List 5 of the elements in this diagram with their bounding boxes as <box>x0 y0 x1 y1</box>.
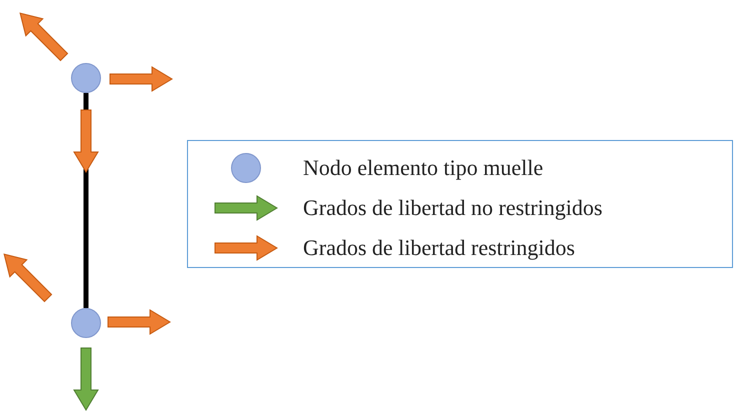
legend-text: Grados de libertad no restringidos <box>303 195 602 221</box>
spring-node-circle <box>71 308 101 338</box>
spring-node-circle <box>71 63 101 93</box>
legend-text: Nodo elemento tipo muelle <box>303 155 544 181</box>
legend-text: Grados de libertad restringidos <box>303 235 575 261</box>
